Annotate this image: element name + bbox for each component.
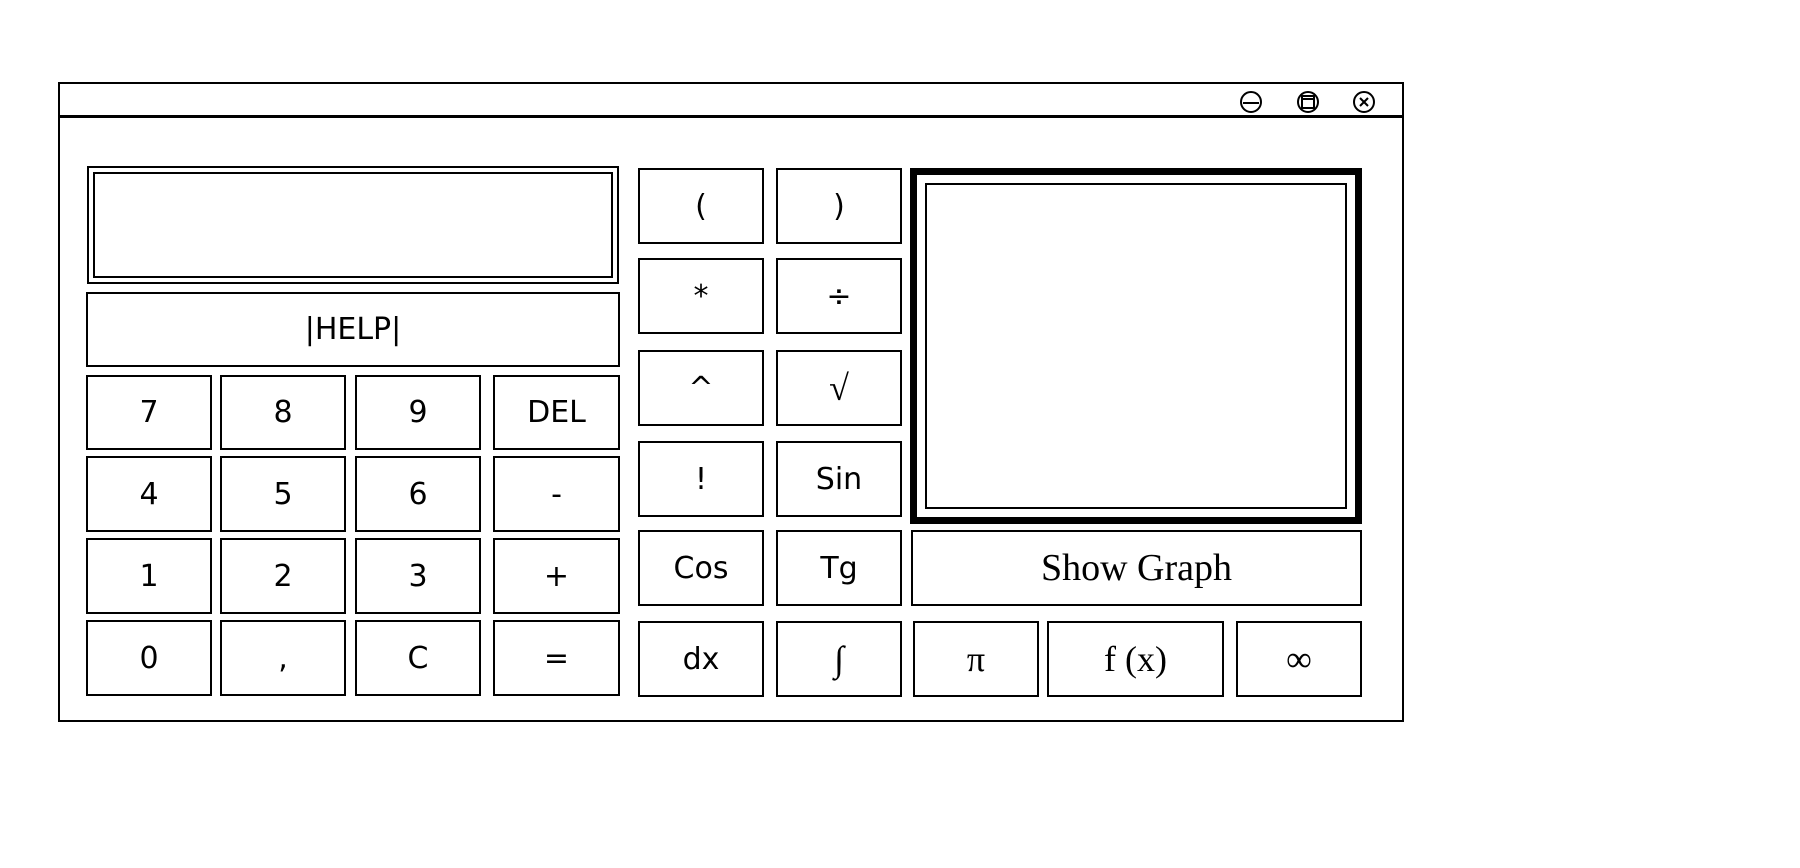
multiply-button[interactable]: * [638, 258, 764, 334]
title-bar[interactable] [60, 84, 1402, 118]
close-button[interactable] [1353, 91, 1375, 113]
graph-canvas [925, 183, 1347, 509]
divide-button[interactable]: ÷ [776, 258, 902, 334]
key-0[interactable]: 0 [86, 620, 212, 696]
calculator-display [87, 166, 619, 284]
key-1[interactable]: 1 [86, 538, 212, 614]
key-3[interactable]: 3 [355, 538, 481, 614]
pi-button[interactable]: π [913, 621, 1039, 697]
minus-button[interactable]: - [493, 456, 620, 532]
minimize-icon [1243, 102, 1259, 104]
delete-button[interactable]: DEL [493, 375, 620, 450]
key-7[interactable]: 7 [86, 375, 212, 450]
integral-button[interactable]: ∫ [776, 621, 902, 697]
key-4[interactable]: 4 [86, 456, 212, 532]
key-2[interactable]: 2 [220, 538, 346, 614]
maximize-icon [1301, 95, 1315, 109]
function-of-x-button[interactable]: f (x) [1047, 621, 1224, 697]
maximize-button[interactable] [1297, 91, 1319, 113]
factorial-button[interactable]: ! [638, 441, 764, 517]
display-value [93, 172, 613, 278]
graph-area [910, 168, 1362, 524]
close-icon [1359, 97, 1369, 107]
minimize-button[interactable] [1240, 91, 1262, 113]
help-button[interactable]: |HELP| [86, 292, 620, 367]
key-5[interactable]: 5 [220, 456, 346, 532]
key-9[interactable]: 9 [355, 375, 481, 450]
calculator-window: |HELP| 7 8 9 DEL 4 5 6 - 1 2 3 + 0 , C =… [58, 82, 1404, 722]
dx-button[interactable]: dx [638, 621, 764, 697]
key-8[interactable]: 8 [220, 375, 346, 450]
clear-button[interactable]: C [355, 620, 481, 696]
infinity-button[interactable]: ∞ [1236, 621, 1362, 697]
power-button[interactable]: ^ [638, 350, 764, 426]
sqrt-button[interactable]: √ [776, 350, 902, 426]
open-paren-button[interactable]: ( [638, 168, 764, 244]
cos-button[interactable]: Cos [638, 530, 764, 606]
tg-button[interactable]: Tg [776, 530, 902, 606]
comma-button[interactable]: , [220, 620, 346, 696]
plus-button[interactable]: + [493, 538, 620, 614]
equals-button[interactable]: = [493, 620, 620, 696]
key-6[interactable]: 6 [355, 456, 481, 532]
sin-button[interactable]: Sin [776, 441, 902, 517]
close-paren-button[interactable]: ) [776, 168, 902, 244]
show-graph-button[interactable]: Show Graph [911, 530, 1362, 606]
